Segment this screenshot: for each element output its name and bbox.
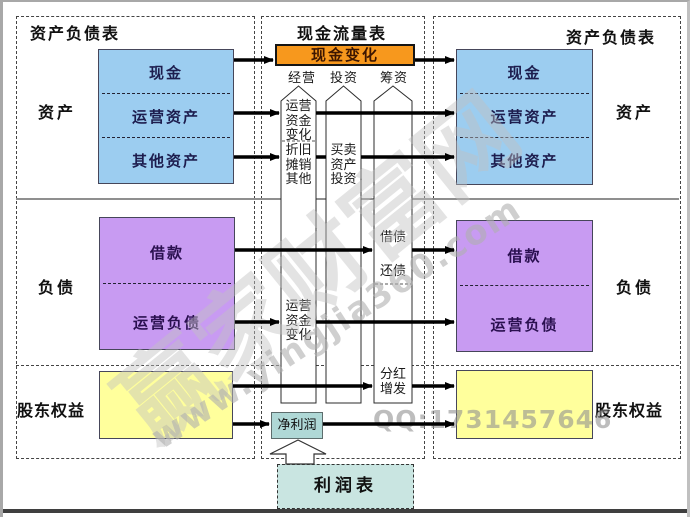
- cash-flow-panel: [261, 16, 425, 459]
- column-header-operating: 经营: [287, 71, 316, 86]
- assets-label-left: 资产: [38, 103, 77, 122]
- investing-trading-assets: 买卖 资产 投资: [330, 143, 357, 187]
- balance-sheet-right-title: 资产负债表: [566, 28, 657, 47]
- asset-row-other: 其他资产: [490, 152, 559, 170]
- balance-sheet-left-panel: [16, 16, 255, 459]
- asset-row-operating: 运营资产: [490, 108, 559, 126]
- operating-working-capital-lower: 运营 资金 变化: [285, 299, 312, 343]
- cash-flow-title: 现金流量表: [296, 24, 387, 43]
- liability-row-borrowings: 借款: [149, 244, 184, 262]
- assets-box-left: 现金 运营资产 其他资产: [98, 49, 234, 184]
- asset-row-cash: 现金: [507, 64, 542, 82]
- flow-arrows: [233, 56, 455, 465]
- operating-working-capital-top: 运营 资金 变化: [285, 99, 312, 143]
- operating-depreciation: 折旧 摊销 其他: [285, 143, 312, 187]
- income-statement-box: 利润表: [277, 464, 414, 509]
- liabilities-label-right: 负债: [616, 278, 655, 297]
- balance-sheet-left-title: 资产负债表: [30, 24, 121, 43]
- cash-change-box: 现金变化: [275, 44, 415, 66]
- financing-dividend: 分红 增发: [379, 367, 406, 397]
- equity-box-left: [99, 371, 233, 439]
- liabilities-box-left: 借款 运营负债: [99, 217, 235, 350]
- divider: [103, 283, 231, 284]
- column-header-financing: 筹资: [379, 71, 408, 86]
- liabilities-box-right: 借款 运营负债: [456, 220, 593, 352]
- balance-sheet-right-panel: [433, 16, 681, 459]
- divider: [460, 285, 589, 286]
- divider: [102, 93, 230, 94]
- column-header-investing: 投资: [329, 71, 358, 86]
- divider: [460, 137, 589, 138]
- assets-label-right: 资产: [616, 103, 655, 122]
- asset-row-other: 其他资产: [131, 152, 200, 170]
- assets-box-right: 现金 运营资产 其他资产: [456, 49, 593, 185]
- divider: [460, 93, 589, 94]
- liability-row-borrowings: 借款: [507, 247, 542, 265]
- asset-row-operating: 运营资产: [131, 108, 200, 126]
- financing-debt: 借债 还债: [379, 230, 406, 279]
- liability-row-operating: 运营负债: [490, 316, 559, 334]
- equity-box-right: [456, 370, 593, 439]
- equity-label-left: 股东权益: [17, 401, 86, 420]
- up-arrow: [269, 439, 327, 465]
- net-profit-box: 净利润: [271, 412, 323, 439]
- equity-label-right: 股东权益: [595, 401, 664, 420]
- asset-row-cash: 现金: [148, 64, 183, 82]
- liability-row-operating: 运营负债: [132, 314, 201, 332]
- image-bottom-border: [3, 509, 687, 513]
- liabilities-label-left: 负债: [38, 278, 77, 297]
- divider: [102, 137, 230, 138]
